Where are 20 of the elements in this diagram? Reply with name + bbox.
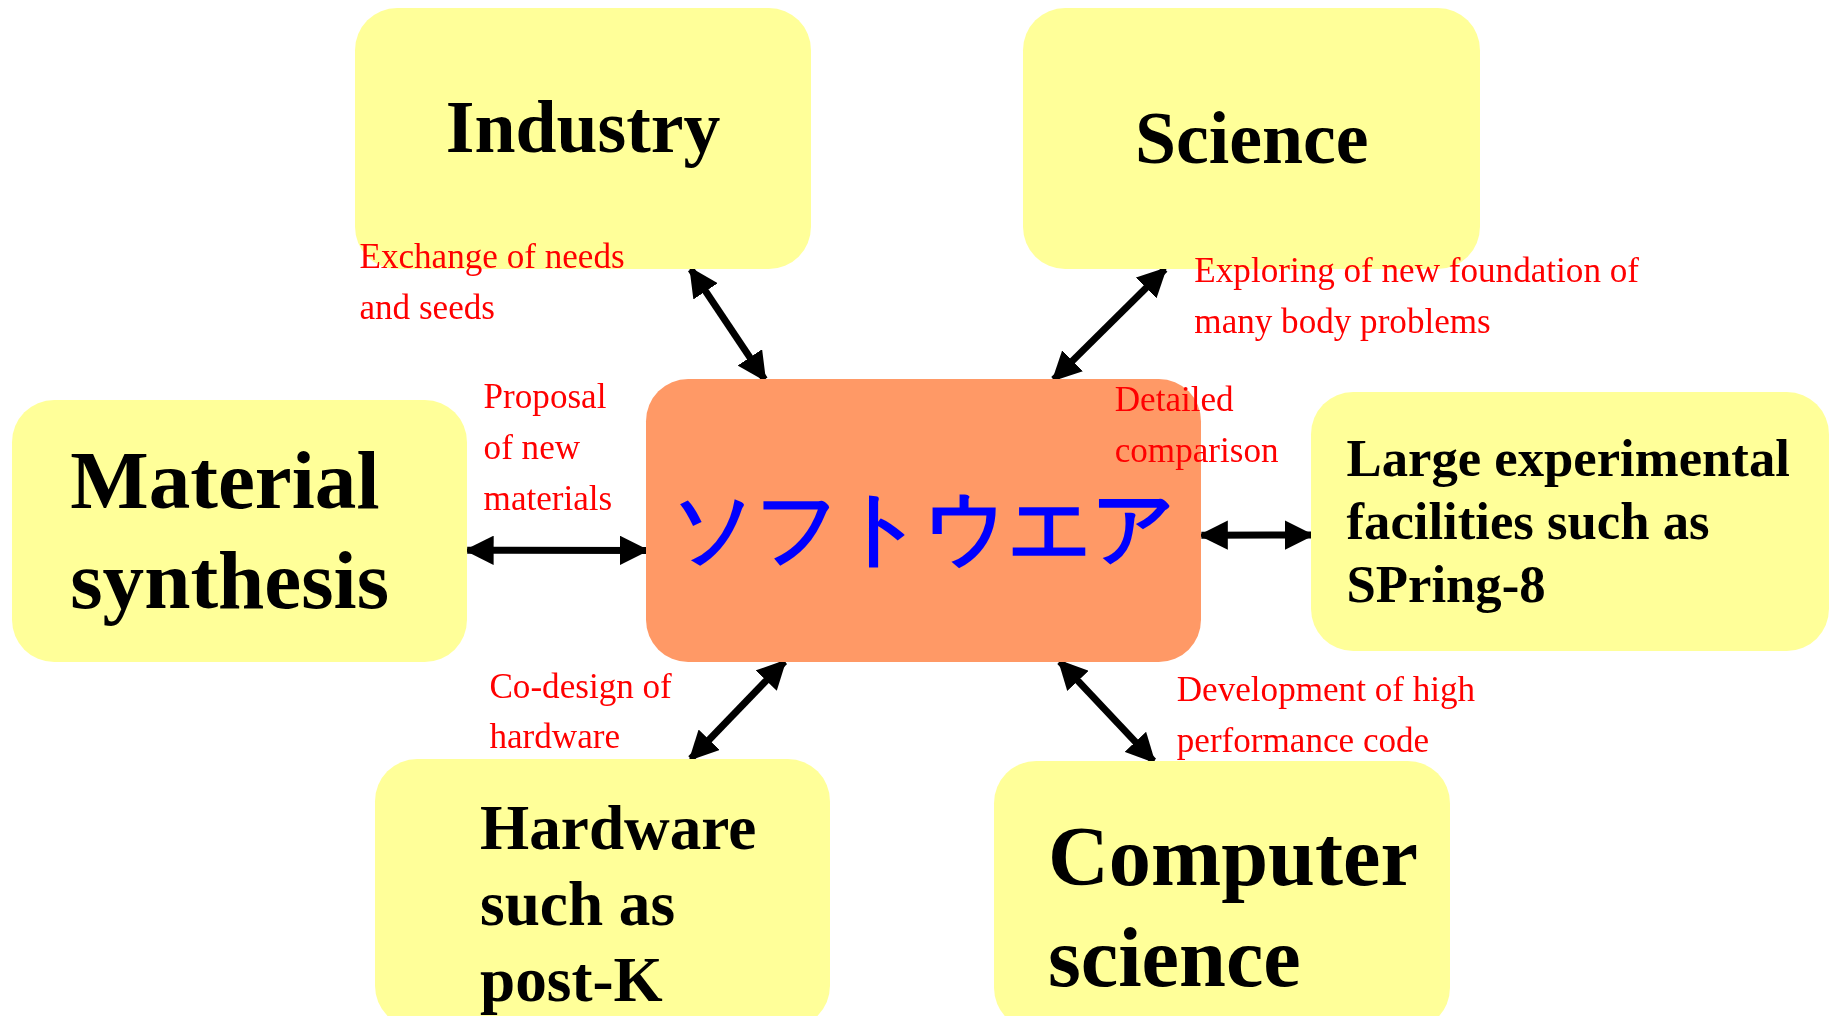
box-title: Hardware such as post-K xyxy=(480,792,758,1016)
box-title: Large experimental facilities such as SPring-8 xyxy=(1346,427,1791,616)
double-arrow xyxy=(1057,659,1157,764)
double-arrow xyxy=(688,266,768,382)
edge-label: Development of high performance code xyxy=(1176,669,1477,762)
box-title: Science xyxy=(1133,96,1370,182)
box-title: Computer science xyxy=(1047,809,1418,1007)
center-title: ソフトウエア xyxy=(670,479,1177,578)
double-arrow xyxy=(1051,266,1168,382)
edge-label: Co-design of hardware xyxy=(489,665,673,759)
box-title: Industry xyxy=(444,84,722,170)
edge-label: Exchange of needs and seeds xyxy=(359,235,626,329)
field-box xyxy=(994,761,1450,1016)
field-box xyxy=(1311,392,1829,651)
edge-label: Exploring of new foundation of many body problems xyxy=(1194,249,1640,343)
edge-label: Proposal of new materials xyxy=(483,376,614,521)
double-arrow xyxy=(688,659,788,762)
field-box xyxy=(374,758,831,1016)
box-title: Material synthesis xyxy=(70,433,390,628)
field-box xyxy=(11,400,468,662)
